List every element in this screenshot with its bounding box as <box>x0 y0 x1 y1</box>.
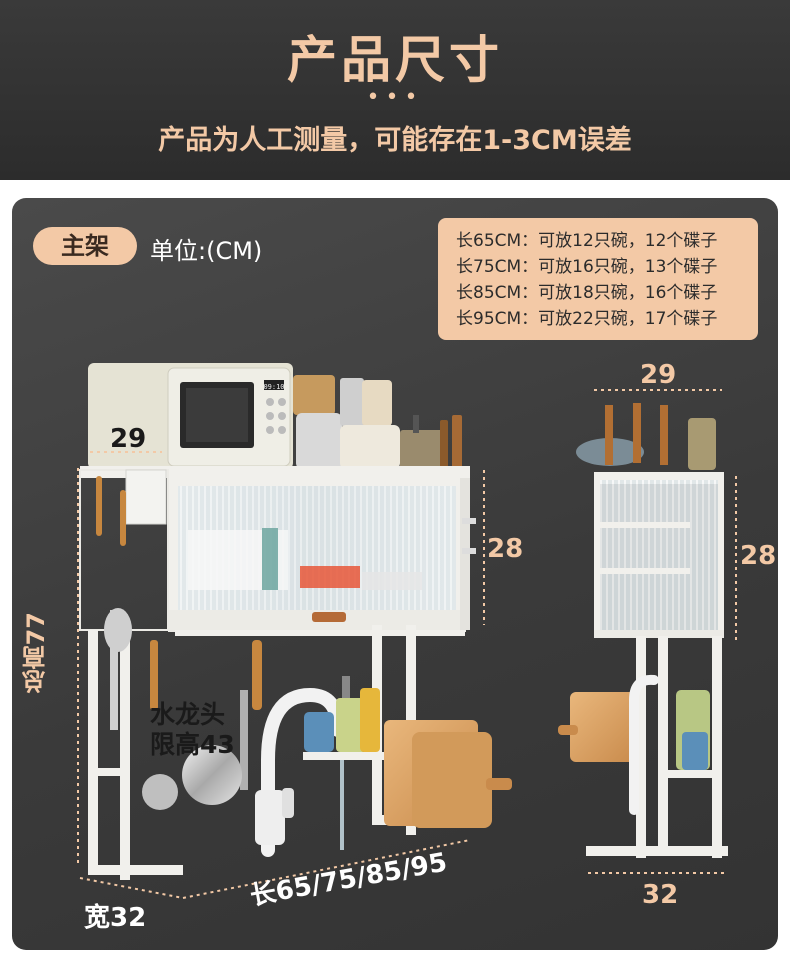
utensil-holder <box>79 469 169 631</box>
decorative-dots: ••• <box>366 85 424 110</box>
page-subtitle: 产品为人工测量，可能存在1-3CM误差 <box>158 125 632 156</box>
svg-text:09:10: 09:10 <box>263 383 284 391</box>
capacity-line: 长85CM：可放18只碗，16个碟子 <box>456 283 718 303</box>
cutting-boards <box>384 720 512 828</box>
side-bottom-depth-label: 32 <box>642 880 679 910</box>
side-top-depth-label: 29 <box>640 360 677 390</box>
side-view <box>558 403 728 858</box>
unit-label: 单位:(CM) <box>150 237 263 265</box>
capacity-line: 长65CM：可放12只碗，12个碟子 <box>456 231 718 251</box>
side-cabinet-height-label: 28 <box>740 541 777 571</box>
front-cabinet-height-label: 28 <box>487 534 524 564</box>
section-badge: 主架 <box>33 227 137 265</box>
microwave-icon: 09:10 <box>88 363 293 469</box>
faucet-limit-line1: 水龙头 <box>150 700 226 729</box>
header-banner: 产品尺寸 ••• 产品为人工测量，可能存在1-3CM误差 <box>0 0 790 180</box>
cabinet <box>80 466 476 632</box>
front-depth-label: 29 <box>110 424 147 454</box>
canisters-icon <box>293 375 462 471</box>
capacity-line: 长75CM：可放16只碗，13个碟子 <box>456 257 718 277</box>
dimension-lines-side <box>588 389 737 874</box>
dimension-lines-front <box>77 451 485 899</box>
faucet-limit-line2: 限高43 <box>150 730 235 759</box>
width-label: 宽32 <box>84 903 147 933</box>
page-title: 产品尺寸 <box>287 31 503 89</box>
hanging-tools <box>104 608 262 810</box>
faucet-limit-label: 水龙头 限高43 <box>150 700 235 760</box>
faucet-icon <box>255 687 345 857</box>
capacity-line: 长95CM：可放22只碗，17个碟子 <box>456 309 718 329</box>
total-height-label: 总高77 <box>22 612 50 694</box>
capacity-box: 长65CM：可放12只碗，12个碟子 长75CM：可放16只碗，13个碟子 长8… <box>438 218 758 340</box>
soap-bottles <box>303 676 408 760</box>
